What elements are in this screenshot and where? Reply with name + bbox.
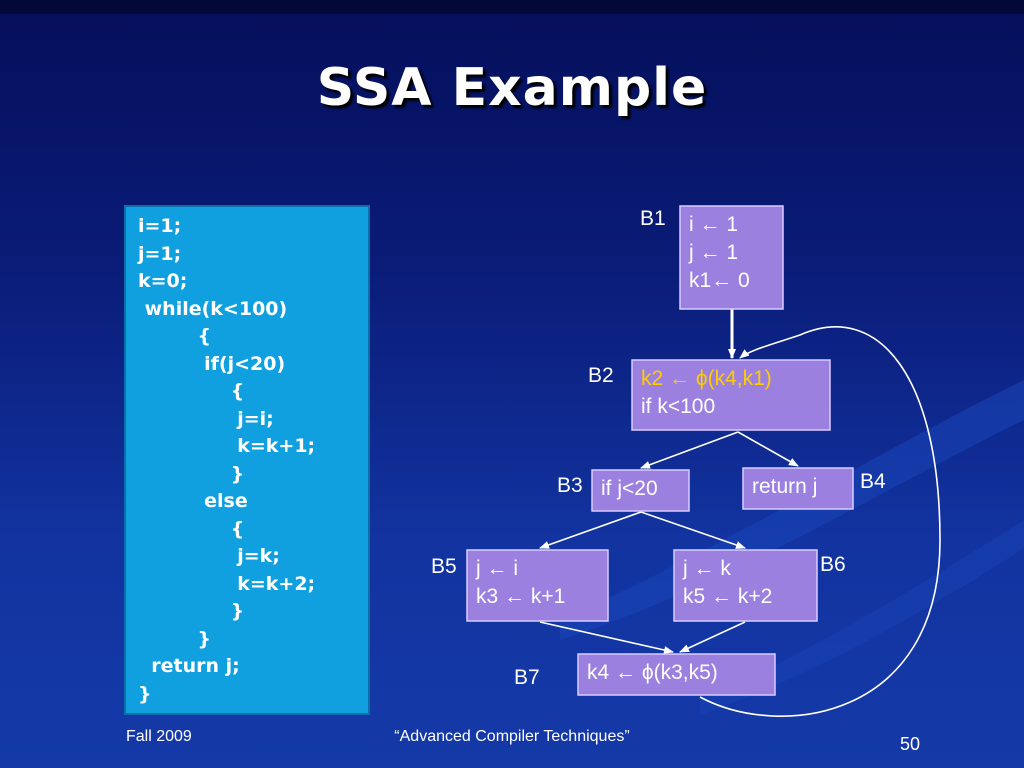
edge-b5-to-b7	[539, 621, 674, 654]
block-label: B5	[431, 555, 457, 578]
block-box	[591, 469, 690, 512]
block-b3: if j<20 B3	[557, 469, 690, 512]
block-statement: j ← i	[475, 557, 518, 580]
block-b6: j ← k k5 ← k+2 B6	[673, 549, 846, 622]
block-label: B7	[514, 666, 540, 689]
block-statement: k5 ← k+2	[683, 585, 772, 608]
code-line: }	[138, 600, 245, 622]
block-statement: if j<20	[601, 477, 658, 500]
code-line: {	[138, 517, 245, 540]
code-line: }	[138, 462, 245, 485]
edge-b2-to-b4	[737, 431, 799, 467]
code-line: while(k<100)	[138, 297, 288, 320]
block-label: B1	[640, 207, 666, 230]
footer-course-title: “Advanced Compiler Techniques”	[394, 728, 630, 745]
block-b4: return j B4	[742, 467, 886, 510]
source-code-box: i=1; j=1; k=0; while(k<100) { if(j<20) { j…	[124, 205, 370, 715]
edge-b3-to-b6	[640, 511, 746, 549]
block-statement: i ← 1	[689, 213, 738, 236]
edge-b2-to-b3	[640, 431, 739, 469]
block-statement: k2 ← ϕ(k4,k1)	[641, 367, 772, 390]
block-statement: return j	[752, 475, 817, 498]
block-box	[577, 653, 776, 696]
slide-title: SSA Example	[316, 58, 708, 118]
block-box	[631, 359, 831, 431]
block-statement: j ← k	[682, 557, 731, 580]
code-line: return j;	[138, 655, 240, 677]
block-label: B3	[557, 474, 583, 497]
block-b1: i ← 1 j ← 1 k1← 0 B1	[640, 205, 784, 310]
block-b7: k4 ← ϕ(k3,k5) B7	[514, 653, 776, 696]
code-line: i=1;	[138, 215, 182, 237]
block-box	[742, 467, 854, 510]
code-line: k=0;	[138, 270, 188, 292]
code-line: }	[138, 627, 212, 650]
block-box	[679, 205, 784, 310]
block-statement: if k<100	[641, 395, 715, 418]
block-label: B6	[820, 553, 846, 576]
block-box	[466, 549, 609, 622]
code-line: else	[138, 490, 248, 512]
code-line: k=k+2;	[138, 572, 316, 595]
block-statement: k1← 0	[689, 269, 750, 292]
block-statement: k4 ← ϕ(k3,k5)	[587, 661, 718, 684]
top-bar	[0, 0, 1024, 14]
block-statement: k3 ← k+1	[476, 585, 565, 608]
edge-b3-to-b5	[539, 511, 642, 549]
code-line: {	[138, 380, 245, 402]
block-label: B2	[588, 364, 614, 387]
code-line: if(j<20)	[138, 352, 286, 375]
code-line: j=1;	[138, 242, 182, 265]
code-line: j=i;	[138, 407, 274, 430]
edge-b7-to-b2	[699, 326, 941, 717]
edge-b6-to-b7	[679, 621, 746, 653]
code-line: {	[138, 325, 212, 347]
block-box	[673, 549, 818, 622]
code-line: }	[138, 682, 152, 705]
slide-number: 50	[899, 734, 921, 754]
block-b5: j ← i k3 ← k+1 B5	[431, 549, 609, 622]
block-b2: k2 ← ϕ(k4,k1) if k<100 B2	[588, 359, 831, 431]
block-label: B4	[860, 470, 886, 493]
block-statement: j ← 1	[688, 241, 738, 264]
code-line: j=k;	[138, 545, 280, 567]
footer-date: Fall 2009	[126, 728, 192, 745]
code-line: k=k+1;	[138, 435, 316, 457]
